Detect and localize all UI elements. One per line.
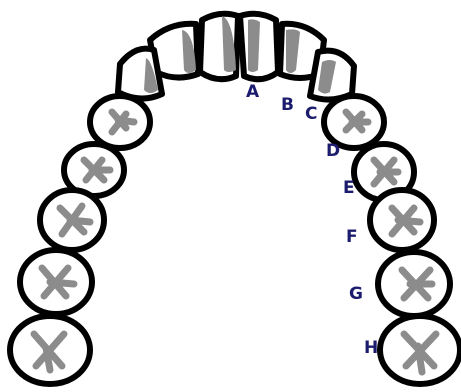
label-a: A [246,84,259,101]
label-c: C [305,106,317,123]
label-h: H [364,340,378,357]
label-g: G [349,286,363,303]
label-e: E [343,180,355,197]
label-f: F [346,229,358,246]
label-d: D [326,143,340,160]
label-b: B [281,97,294,114]
